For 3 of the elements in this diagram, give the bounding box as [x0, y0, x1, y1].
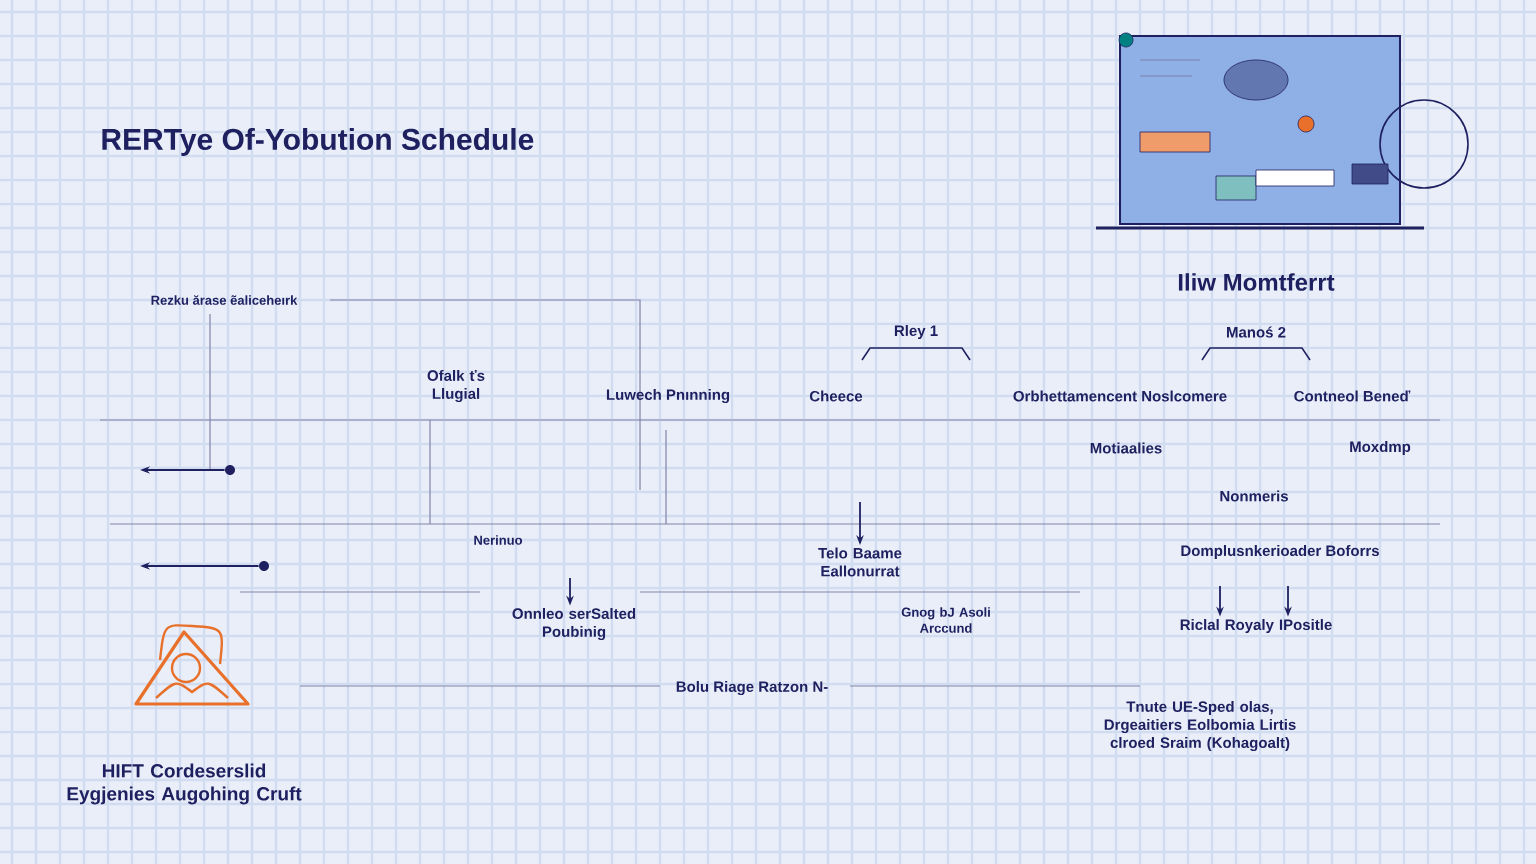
caption: HIFT Cordeserslid Eygjenies Augohing Cruft — [67, 763, 302, 805]
heading: Iliw Momtferrt — [1178, 273, 1335, 291]
title: RERTye Of-Yobution Schedule — [102, 128, 534, 156]
